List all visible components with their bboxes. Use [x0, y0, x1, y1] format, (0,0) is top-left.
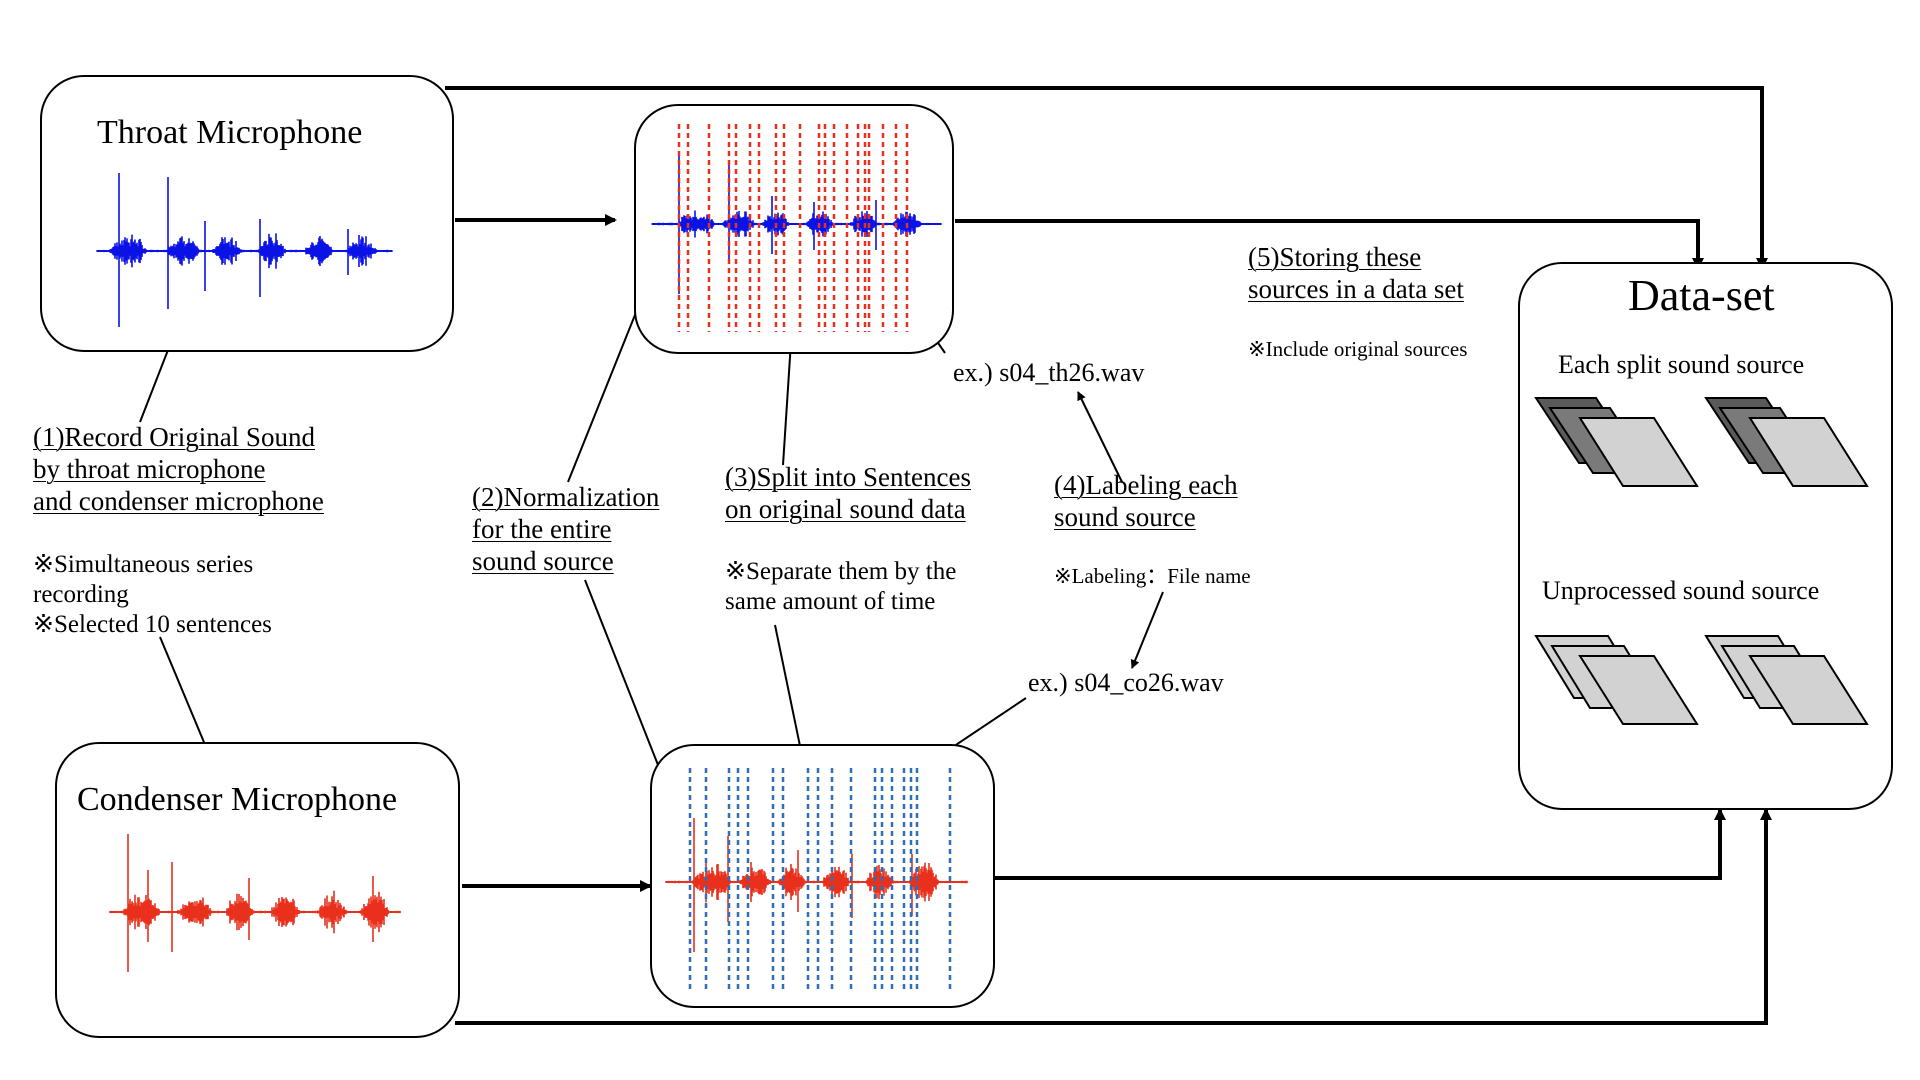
split-condenser-box [650, 744, 995, 1008]
step4-line2: sound source [1054, 502, 1196, 532]
step3-note2: same amount of time [725, 588, 936, 615]
arrow-label-to-condenser-file [1130, 591, 1164, 669]
step4-line1: (4)Labeling each [1054, 470, 1238, 500]
callout-step1-note [159, 636, 207, 748]
document-stack-icon-unprocessed-1 [1534, 635, 1699, 725]
step1-line2: by throat microphone [33, 454, 266, 484]
document-stack-icon-split-1 [1534, 397, 1699, 487]
callout-step2-top [567, 289, 646, 483]
arrow-label-to-throat-file [1077, 391, 1123, 483]
dataset-box: Data-set Each split sound source Unproce… [1518, 262, 1893, 810]
document-stack-icon-unprocessed-2 [1704, 635, 1869, 725]
step1-line1: (1)Record Original Sound [33, 422, 315, 452]
step3-note1: ※Separate them by the [725, 558, 957, 585]
document-stack-icons [1534, 397, 1869, 725]
step2-line3: sound source [472, 546, 614, 576]
arrow-split-condenser-to-dataset [995, 808, 1726, 880]
step2-line1: (2)Normalization [472, 482, 660, 512]
waveform-trace [109, 834, 401, 972]
step5-line1: (5)Storing these [1248, 242, 1422, 272]
arrow-condenser-original-to-dataset [455, 808, 1772, 1025]
step5-note: ※Include original sources [1248, 337, 1468, 361]
callout-step2-bottom [584, 579, 661, 771]
example-condenser-filename: ex.) s04_co26.wav [1028, 668, 1224, 697]
step5-line2: sources in a data set [1248, 274, 1464, 304]
condenser-waveform-icon [109, 834, 401, 972]
throat-mic-title: Throat Microphone [97, 114, 363, 151]
dataset-unprocessed-label: Unprocessed sound source [1542, 576, 1820, 605]
step1-note1: ※Simultaneous series [33, 551, 254, 578]
document-stack-icon-split-2 [1704, 397, 1869, 487]
condenser-mic-box: Condenser Microphone [55, 742, 460, 1038]
throat-mic-box: Throat Microphone [40, 75, 454, 352]
condenser-mic-title: Condenser Microphone [77, 781, 398, 818]
step1-note2: recording [33, 581, 129, 608]
step4-note: ※Labeling：File name [1054, 564, 1251, 588]
split-condenser-waveform-icon [665, 768, 968, 992]
arrow-throat-original-to-dataset [445, 86, 1768, 270]
step1-line3: and condenser microphone [33, 486, 324, 516]
dataset-split-label: Each split sound source [1558, 350, 1805, 379]
arrow-split-throat-to-dataset [955, 219, 1704, 270]
step3-line1: (3)Split into Sentences [725, 462, 971, 492]
example-throat-filename: ex.) s04_th26.wav [953, 358, 1145, 387]
split-throat-box [634, 104, 954, 354]
step1-note3: ※Selected 10 sentences [33, 611, 272, 638]
dataset-title: Data-set [1628, 271, 1775, 320]
waveform-trace [665, 818, 968, 952]
split-throat-waveform-icon [651, 124, 942, 332]
step2-line2: for the entire [472, 514, 612, 544]
throat-waveform-icon [96, 173, 393, 327]
step3-line2: on original sound data [725, 494, 966, 524]
